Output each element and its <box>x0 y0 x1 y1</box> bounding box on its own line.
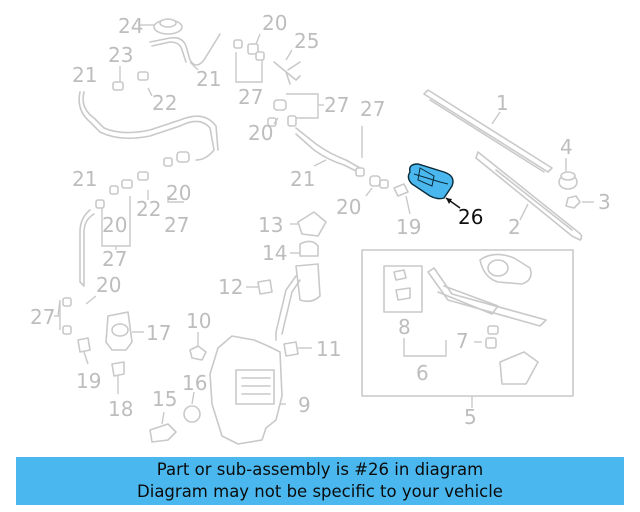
label-2: 2 <box>508 215 521 239</box>
label-20b: 20 <box>248 121 273 145</box>
label-11: 11 <box>316 337 341 361</box>
label-24: 24 <box>118 14 143 38</box>
label-13: 13 <box>258 213 283 237</box>
label-25: 25 <box>294 29 319 53</box>
part-26-highlighted <box>407 163 461 209</box>
label-21d: 21 <box>72 167 97 191</box>
label-15: 15 <box>152 387 177 411</box>
label-21c: 21 <box>290 167 315 191</box>
label-27b: 27 <box>324 93 349 117</box>
label-6: 6 <box>416 361 429 385</box>
banner-line-2: Diagram may not be specific to your vehi… <box>137 482 503 501</box>
label-19a: 19 <box>396 215 421 239</box>
label-14: 14 <box>262 241 287 265</box>
label-21b: 21 <box>196 67 221 91</box>
leader-lines <box>54 24 594 425</box>
label-12: 12 <box>218 275 243 299</box>
label-4: 4 <box>560 135 573 159</box>
label-22a: 22 <box>152 91 177 115</box>
label-20d: 20 <box>102 213 127 237</box>
label-8: 8 <box>398 315 411 339</box>
hose-fittings <box>62 18 409 335</box>
label-18: 18 <box>108 397 133 421</box>
label-20f: 20 <box>96 273 121 297</box>
label-20a: 20 <box>262 11 287 35</box>
label-20c: 20 <box>336 195 361 219</box>
wiper-linkage-box <box>361 249 574 397</box>
label-16: 16 <box>182 371 207 395</box>
callout-labels: 24 23 21 22 21 20 25 27 27 20 27 21 20 1… <box>30 11 611 429</box>
label-5: 5 <box>464 405 477 429</box>
washer-hose-upper <box>78 33 361 287</box>
label-27c: 27 <box>360 97 385 121</box>
label-27a: 27 <box>238 85 263 109</box>
wiper-assembly <box>423 89 583 241</box>
label-21a: 21 <box>72 63 97 87</box>
label-10: 10 <box>186 309 211 333</box>
label-17: 17 <box>146 321 171 345</box>
label-3: 3 <box>598 190 611 214</box>
banner-line-1: Part or sub-assembly is #26 in diagram <box>156 460 484 479</box>
info-banner: Part or sub-assembly is #26 in diagram D… <box>16 457 624 505</box>
label-1: 1 <box>496 91 509 115</box>
washer-pump-and-reservoir <box>77 211 327 445</box>
label-27e: 27 <box>102 247 127 271</box>
label-27f: 27 <box>30 305 55 329</box>
label-19b: 19 <box>76 369 101 393</box>
label-7: 7 <box>456 329 469 353</box>
label-26: 26 <box>458 205 483 229</box>
label-20e: 20 <box>166 181 191 205</box>
label-22b: 22 <box>136 197 161 221</box>
label-9: 9 <box>298 393 311 417</box>
label-23: 23 <box>108 43 133 67</box>
parts-diagram: 24 23 21 22 21 20 25 27 27 20 27 21 20 1… <box>30 11 611 445</box>
label-27d: 27 <box>164 213 189 237</box>
